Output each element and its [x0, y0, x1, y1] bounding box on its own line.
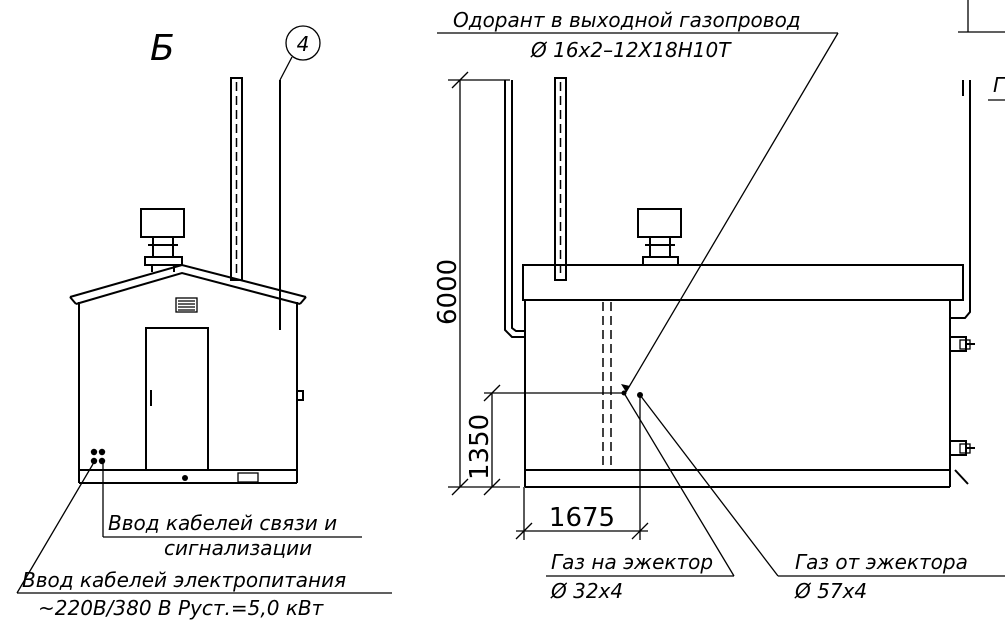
side-view: Одорант в выходной газопровод Ø 16x2–12X…	[433, 0, 1005, 603]
label-power-line1: Ввод кабелей электропитания	[22, 568, 346, 592]
dim-1350-value: 1350	[465, 414, 495, 480]
view-b: Б 4	[16, 25, 392, 620]
side-deflector-base	[642, 256, 679, 266]
side-deflector-head	[637, 208, 682, 238]
roof-edge-right	[299, 296, 307, 305]
callout-circle	[285, 25, 321, 61]
odorant-leader	[625, 32, 839, 393]
dim-1350-tick-bottom	[483, 478, 501, 496]
label-gas-to-ejector: Газ на эжектор	[551, 550, 713, 574]
vent-stack	[230, 77, 243, 281]
roof-outer	[69, 263, 307, 298]
leader-power-cable	[16, 463, 94, 594]
odorant-arrow	[621, 384, 630, 392]
dim-6000-value: 6000	[433, 259, 463, 325]
label-gas-to-ejector-size: Ø 32x4	[550, 579, 623, 603]
roof-inner	[75, 271, 301, 305]
label-comm-line2: сигнализации	[164, 536, 312, 560]
label-comm-line1: Ввод кабелей связи и	[108, 511, 337, 535]
callout-leader	[279, 56, 293, 81]
cable-entries	[90, 448, 106, 465]
callout-number: 4	[297, 32, 310, 56]
dim-1675-value: 1675	[549, 503, 615, 533]
right-fittings-lower	[949, 440, 975, 485]
side-vent-stack	[554, 77, 567, 281]
dim-1350-tick-top	[483, 384, 501, 402]
pipe-left-inner	[511, 80, 525, 332]
pipe-right-outer	[950, 80, 971, 319]
right-fittings-upper	[949, 336, 975, 352]
label-power-line2: ~220В/380 В Руст.=5,0 кВт	[38, 596, 325, 620]
base-drain	[182, 475, 188, 481]
side-deflector-neck	[649, 236, 671, 258]
view-letter: Б	[150, 28, 175, 69]
pipe-left-outer	[504, 80, 525, 338]
door	[145, 327, 209, 471]
cut-label: Г	[993, 73, 1005, 97]
side-roof-slab	[522, 264, 964, 301]
ventilation-louvre	[175, 297, 198, 313]
wall-fitting	[296, 390, 304, 401]
leader-gas-from-ejector	[639, 394, 779, 577]
roof-deflector-neck	[152, 236, 174, 258]
roof-edge-left	[69, 296, 77, 305]
dim-1675-tick-left	[515, 522, 533, 540]
odorant-label-line1: Одорант в выходной газопровод	[453, 8, 801, 32]
leader-gas-to-ejector	[623, 392, 735, 577]
label-gas-from-ejector-size: Ø 57x4	[794, 579, 867, 603]
roof-deflector-base	[144, 256, 183, 266]
dim-6000-tick-bottom	[451, 478, 469, 496]
odorant-label-line2: Ø 16x2–12X18H10T	[530, 38, 732, 62]
roof-deflector-head	[140, 208, 185, 238]
dim-6000-tick-top	[451, 71, 469, 89]
base-hatch	[237, 472, 259, 483]
label-gas-from-ejector: Газ от эжектора	[795, 550, 968, 574]
dim-1675-tick-right	[631, 522, 649, 540]
